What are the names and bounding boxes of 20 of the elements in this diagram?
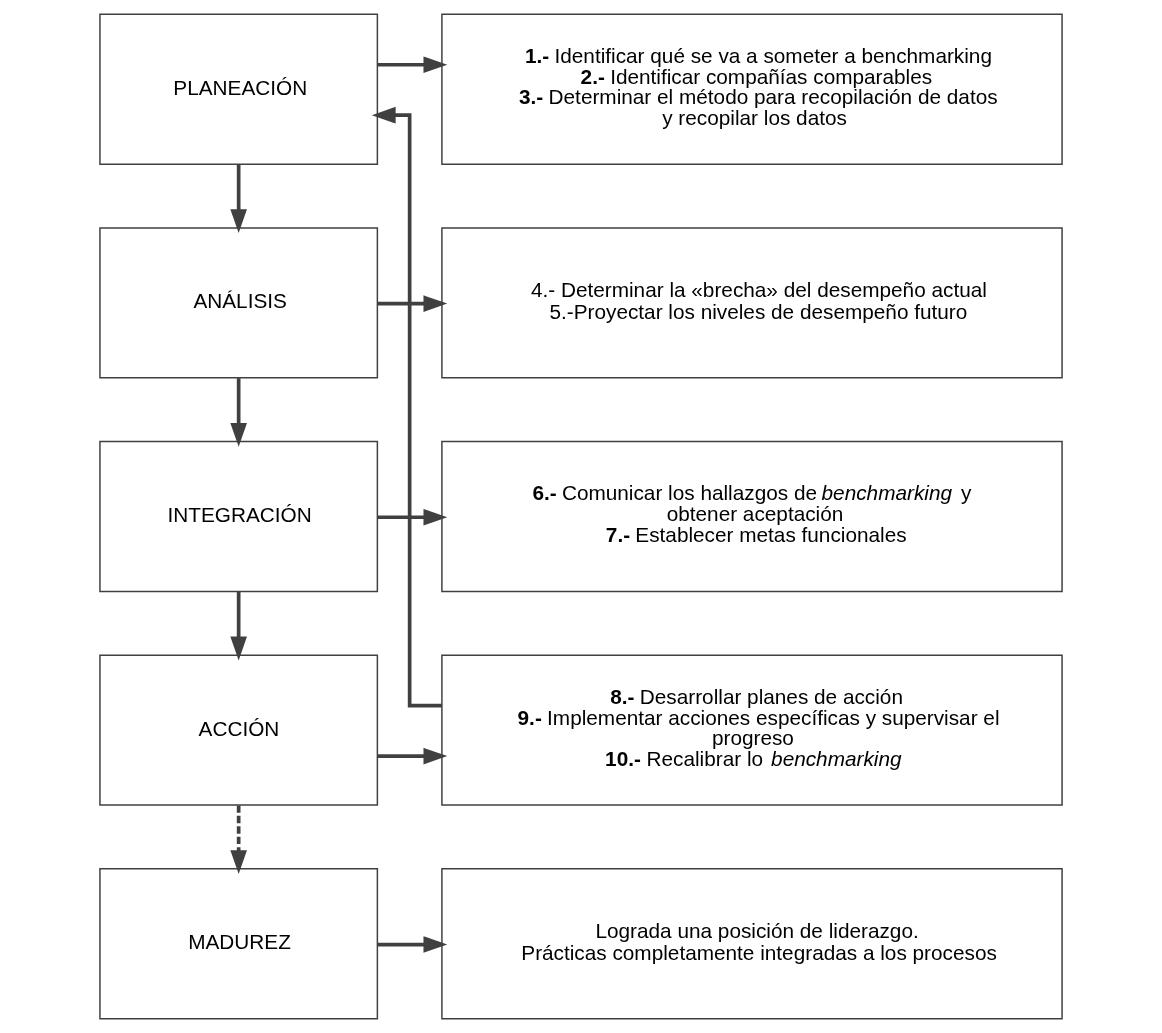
node-box: MADUREZ	[99, 868, 379, 1020]
arrow	[371, 106, 442, 708]
node-box: 8.- Desarrollar planes de acción 9.- Implementar acciones específicas y supervisar el progreso 10.- Recalibrar lo benchmarking	[441, 654, 1063, 806]
node-box: INTEGRACIÓN	[99, 440, 379, 593]
node-box: ANÁLISIS	[99, 227, 379, 379]
arrow	[377, 747, 448, 765]
node-box: PLANEACIÓN	[99, 13, 379, 165]
node-box: 6.- Comunicar los hallazgos de benchmarking y obtener aceptación 7.- Establecer metas funcionales	[441, 440, 1063, 593]
node-box: 1.- Identificar qué se va a someter a benchmarking 2.- Identificar compañías comparables 3.- Determinar el método para recopilación de datos y recopilar los datos	[441, 13, 1063, 165]
arrow	[230, 591, 247, 661]
arrow	[377, 508, 448, 526]
arrow	[230, 805, 247, 875]
arrow	[377, 936, 448, 953]
node-box: Lograda una posición de liderazgo. Prácticas completamente integradas a los procesos	[441, 868, 1063, 1020]
node-box: 4.- Determinar la «brecha» del desempeño actual 5.-Proyectar los niveles de desempeño futuro	[441, 227, 1063, 379]
arrow	[377, 56, 448, 74]
node-box: ACCIÓN	[99, 654, 379, 806]
arrow	[377, 295, 448, 312]
arrow	[230, 164, 247, 234]
arrow	[230, 378, 247, 447]
